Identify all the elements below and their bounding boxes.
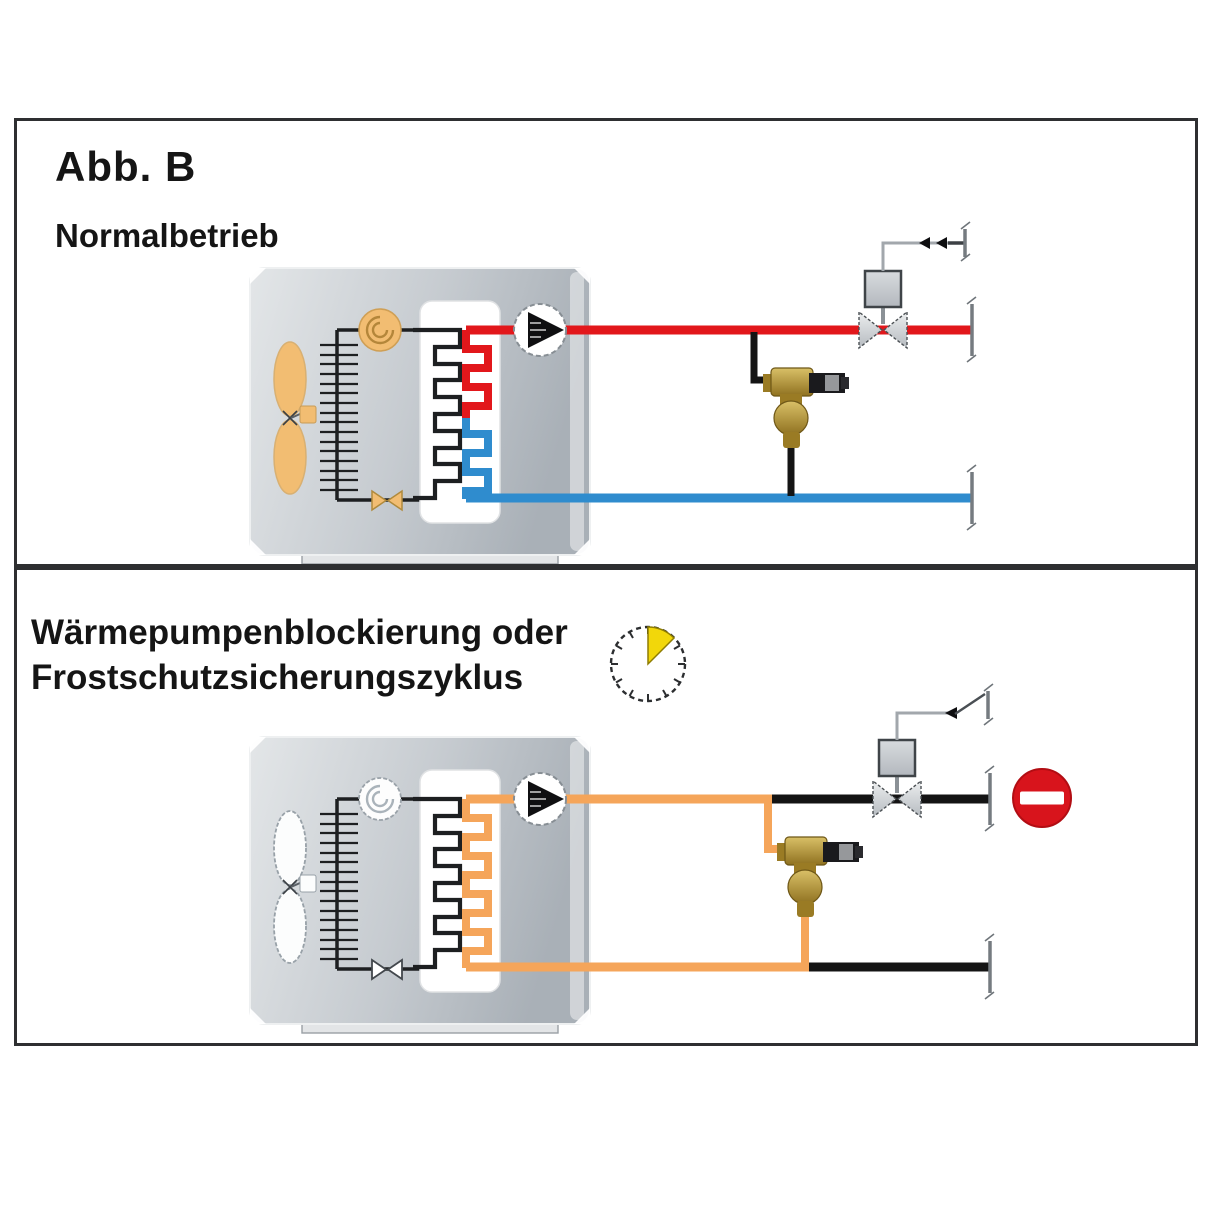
switch-contact (945, 707, 957, 719)
panel-blocked-title-line1: Wärmepumpenblockierung oder (31, 613, 568, 652)
fan-icon (273, 341, 317, 495)
pipe-break-icon (984, 765, 995, 1000)
expansion-valve-icon (371, 489, 403, 512)
panel-blocked-title: Wärmepumpenblockierung oder Frostschutzs… (31, 610, 568, 700)
panel-normal-operation: Abb. B Normalbetrieb (14, 118, 1198, 567)
panel-blocked-operation: Wärmepumpenblockierung oder Frostschutzs… (14, 567, 1198, 1046)
compressor-icon (358, 308, 402, 352)
bypass-tee-upper (750, 332, 767, 384)
heat-pump-unit (249, 267, 591, 564)
control-line (895, 683, 994, 740)
normal-operation-schematic (249, 221, 977, 564)
heat-pump-unit (249, 736, 591, 1034)
hx-warm-coil (462, 799, 492, 968)
evaporator-coil-icon (320, 799, 358, 969)
circulation-pump-icon (513, 772, 567, 826)
blocked-operation-schematic (249, 625, 1072, 1034)
heat-exchanger-icon (413, 769, 501, 993)
switch-open-icon (954, 692, 986, 716)
control-line (881, 221, 971, 271)
valve-actuator (877, 738, 917, 778)
valve-actuator (863, 269, 903, 309)
overflow-valve-icon (763, 367, 849, 448)
motorized-valve-icon (872, 738, 922, 819)
overflow-valve-icon (777, 836, 863, 917)
compressor-icon (358, 777, 402, 821)
bypass-tee-upper (764, 803, 780, 853)
signal-arrows-icon (919, 237, 930, 249)
motorized-valve-icon (858, 269, 908, 350)
timer-clock-icon (609, 625, 687, 703)
expansion-valve-icon (371, 958, 403, 981)
evaporator-coil-icon (320, 330, 358, 500)
no-entry-icon (1012, 768, 1072, 828)
panel-normal-title: Normalbetrieb (55, 217, 279, 254)
hx-cold-coil (462, 418, 492, 499)
circulation-pump-icon (513, 303, 567, 357)
panel-blocked-title-line2: Frostschutzsicherungszyklus (31, 658, 524, 697)
heat-exchanger-icon (413, 300, 501, 524)
fan-icon (273, 810, 317, 964)
pipe-break-icon (966, 296, 977, 531)
hx-hot-coil (462, 330, 492, 418)
figure-label: Abb. B (55, 143, 197, 190)
